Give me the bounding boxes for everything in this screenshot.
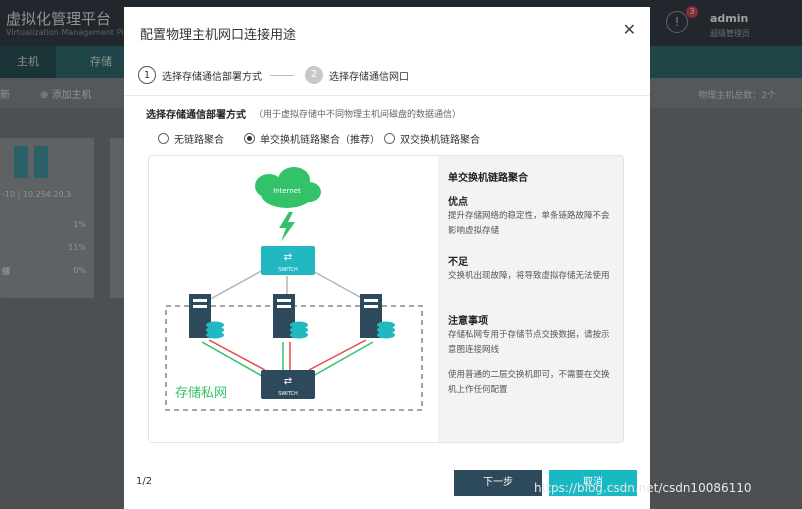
server-icon — [189, 294, 224, 339]
option-dual-switch[interactable]: 双交换机链路聚合 — [384, 131, 480, 146]
radio-icon — [384, 133, 395, 144]
step-label-2: 选择存储通信网口 — [329, 72, 409, 83]
switch-icon: ⇄ SWITCH — [261, 370, 315, 399]
server-icon — [14, 146, 28, 178]
cons-text: 交换机出现故障，将导致虚拟存储无法使用 — [448, 271, 610, 281]
switch-label: SWITCH — [278, 391, 298, 397]
tab-storage[interactable]: 存储 — [90, 55, 112, 68]
step-label-1: 选择存储通信部署方式 — [162, 72, 262, 83]
step-indicator: 1 选择存储通信部署方式 2 选择存储通信网口 — [124, 58, 650, 96]
network-label: 存储私网 — [175, 386, 227, 401]
option-no-aggregation[interactable]: 无链路聚合 — [158, 131, 224, 146]
dialog-title: 配置物理主机网口连接用途 — [140, 28, 297, 43]
notification-badge: 3 — [686, 6, 698, 18]
cancel-button[interactable]: 取消 — [549, 470, 637, 496]
switch-label: SWITCH — [278, 267, 298, 273]
user-name[interactable]: admin — [710, 12, 749, 25]
cons-heading: 不足 — [448, 257, 468, 268]
notes-text-1: 存储私网专用于存储节点交换数据，请按示意图连接网线 — [448, 330, 610, 355]
lightning-icon — [279, 212, 295, 242]
option-label: 双交换机链路聚合 — [400, 135, 480, 146]
plus-icon: ⊕ — [40, 90, 52, 101]
add-host-label: 添加主机 — [51, 90, 92, 101]
radio-icon — [158, 133, 169, 144]
add-host-button[interactable]: ⊕ 添加主机 — [40, 86, 92, 101]
info-title: 单交换机链路聚合 — [448, 173, 528, 184]
step-number-1: 1 — [138, 66, 156, 84]
notes-text-2: 使用普通的二层交换机即可，不需要在交换机上作任何配置 — [448, 370, 610, 395]
page-indicator: 1/2 — [136, 476, 153, 487]
close-icon[interactable]: ✕ — [622, 20, 636, 39]
server-icon — [273, 294, 308, 339]
option-detail-panel: Internet ⇄ SWITCH — [148, 155, 624, 443]
cloud-icon: Internet — [255, 167, 321, 208]
pros-heading: 优点 — [448, 197, 468, 208]
svg-text:⇄: ⇄ — [284, 376, 292, 387]
bell-icon[interactable]: ! — [666, 11, 688, 33]
section-label: 选择存储通信部署方式 — [146, 110, 246, 121]
option-label: 无链路聚合 — [174, 135, 224, 146]
step-number-2: 2 — [305, 66, 323, 84]
option-label: 单交换机链路聚合（推荐） — [260, 135, 380, 146]
app-subtitle: Virtualization Management Pla — [6, 28, 129, 37]
svg-text:⇄: ⇄ — [284, 252, 292, 263]
topology-diagram: Internet ⇄ SWITCH — [165, 167, 423, 411]
step-connector — [270, 75, 294, 76]
app-title: 虚拟化管理平台 — [6, 10, 112, 28]
option-single-switch[interactable]: 单交换机链路聚合（推荐） — [244, 131, 380, 146]
watermark: https://blog.csdn.net/csdn10086110 — [534, 481, 752, 495]
tab-host[interactable]: 主机 — [0, 46, 56, 78]
server-icon — [360, 294, 395, 339]
radio-checked-icon — [244, 133, 255, 144]
section-hint: （用于虚拟存储中不同物理主机间磁盘的数据通信） — [254, 110, 462, 120]
info-panel: 单交换机链路聚合 优点 提升存储网络的稳定性，单条链路故障不会影响虚拟存储 不足… — [438, 156, 623, 442]
host-ip: -10 | 10.254.20.3 — [2, 190, 72, 199]
cloud-label: Internet — [273, 187, 301, 195]
deployment-options: 无链路聚合 单交换机链路聚合（推荐） 双交换机链路聚合 — [158, 131, 638, 147]
notes-heading: 注意事项 — [448, 316, 488, 327]
refresh-button[interactable]: 新 — [0, 90, 10, 101]
next-button[interactable]: 下一步 — [454, 470, 542, 496]
user-role: 超级管理员 — [710, 29, 750, 38]
config-dialog: 配置物理主机网口连接用途 ✕ 1 选择存储通信部署方式 2 选择存储通信网口 选… — [124, 7, 650, 509]
server-icon — [34, 146, 48, 178]
host-count: 物理主机总数：2个 — [698, 91, 776, 101]
pros-text: 提升存储网络的稳定性，单条链路故障不会影响虚拟存储 — [448, 211, 610, 236]
switch-icon: ⇄ SWITCH — [261, 246, 315, 275]
